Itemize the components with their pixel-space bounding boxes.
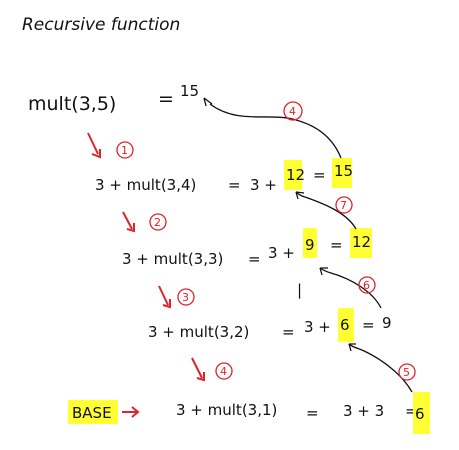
return-arrowhead-6: [319, 267, 328, 276]
line-3-add: 3 +: [304, 318, 331, 336]
line-4-total-highlight: [413, 392, 430, 434]
line-2-eq1: =: [248, 250, 261, 268]
line-1-eq1: =: [228, 176, 241, 194]
return-arrow-final: [209, 103, 342, 159]
line-2-partial: 9: [305, 236, 315, 254]
down-arrowhead-1: [91, 149, 101, 159]
down-step-2: 2: [154, 216, 161, 229]
line-1-eq2: =: [313, 166, 326, 184]
down-step-circle-1: [116, 141, 134, 159]
return-arrowhead-5: [348, 343, 356, 352]
line-1-partial-highlight: [284, 160, 302, 190]
top-call: mult(3,5): [28, 93, 116, 115]
base-highlight: [68, 400, 118, 424]
up-step-circle-6: [358, 276, 376, 294]
down-arrowhead-4: [196, 372, 205, 382]
line-4-eq1: =: [306, 404, 319, 422]
line-1-partial: 12: [286, 166, 305, 184]
line-1-call: 3 + mult(3,4): [95, 176, 196, 194]
stray-mark: |: [297, 281, 302, 299]
line-2-add: 3 +: [268, 244, 295, 262]
return-arrowhead-final: [203, 97, 213, 107]
line-2-call: 3 + mult(3,3): [122, 250, 223, 268]
line-3-partial-highlight: [338, 308, 354, 342]
down-step-1: 1: [121, 144, 128, 157]
line-3-total: 9: [382, 314, 392, 332]
base-label: BASE: [72, 404, 112, 422]
down-arrow-4: [191, 357, 203, 379]
down-step-circle-2: [149, 213, 167, 231]
down-arrow-1: [87, 132, 99, 155]
down-arrow-2: [122, 211, 133, 230]
line-2-total: 12: [352, 233, 371, 251]
base-arrow: [122, 406, 140, 418]
down-arrowhead-3: [162, 299, 171, 309]
line-1-add: 3 +: [250, 176, 277, 194]
up-step-circle-5: [398, 363, 416, 381]
down-step-4: 4: [220, 365, 227, 378]
up-step-6: 6: [363, 279, 370, 292]
line-2-eq2: =: [330, 236, 343, 254]
diagram-title: Recursive function: [22, 15, 180, 35]
line-2-total-highlight: [350, 228, 372, 258]
return-arrow-6: [319, 267, 382, 309]
line-3-call: 3 + mult(3,2): [148, 323, 249, 341]
line-1-total: 15: [334, 162, 353, 180]
up-step-5: 5: [403, 366, 410, 379]
line-4-call: 3 + mult(3,1): [176, 401, 277, 419]
return-arrow-7: [295, 191, 357, 230]
down-step-circle-4: [215, 362, 233, 380]
line-3-eq2: =: [362, 316, 375, 334]
line-3-eq1: =: [282, 323, 295, 341]
down-step-circle-3: [177, 288, 195, 306]
top-equals: =: [158, 88, 174, 110]
line-3-partial: 6: [340, 316, 350, 334]
up-step-final: 4: [289, 105, 296, 118]
down-arrowhead-2: [126, 223, 135, 233]
down-step-3: 3: [182, 291, 189, 304]
up-step-circle-7: [335, 196, 353, 214]
up-step-circle-final: [283, 101, 303, 121]
down-arrow-3: [158, 285, 169, 306]
top-result: 15: [180, 82, 199, 100]
line-1-total-highlight: [332, 158, 352, 188]
up-step-7: 7: [340, 199, 347, 212]
line-4-total: 6: [415, 405, 425, 423]
return-arrowhead-7: [295, 191, 305, 200]
line-4-add: 3 + 3: [343, 402, 384, 420]
line-2-partial-highlight: [303, 228, 317, 258]
